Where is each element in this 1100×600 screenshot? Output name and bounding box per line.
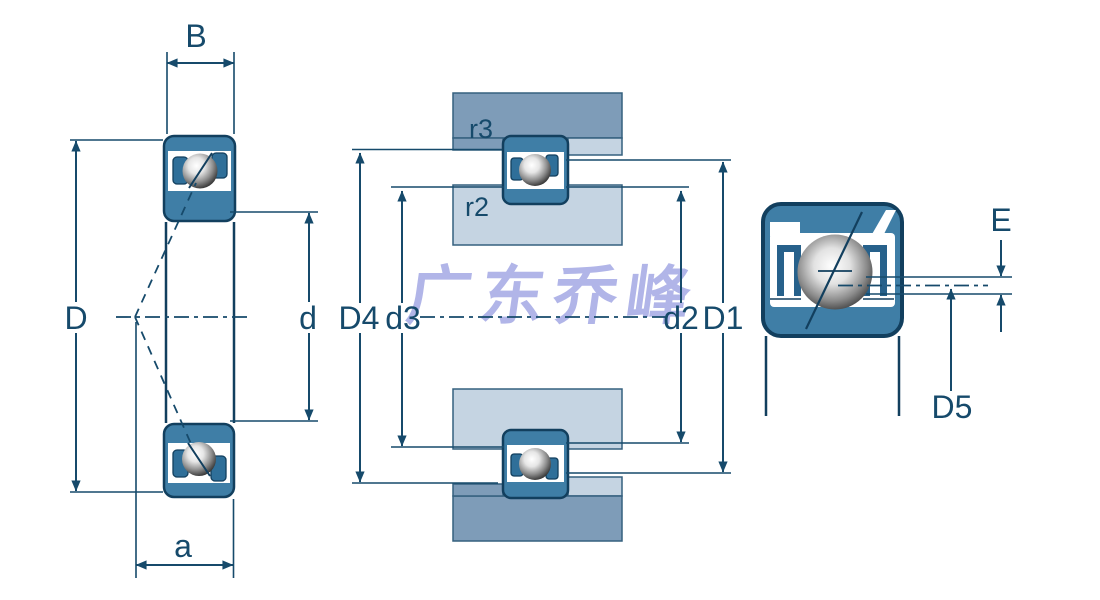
bearing-ball [519,448,551,480]
dim-label-a: a [174,528,192,564]
dim-label-D: D [64,300,87,336]
mounted-bearing-top-section [501,134,570,206]
dim-label-r2: r2 [465,192,489,222]
dimension-D4 [352,148,502,484]
watermark-text: 广东乔峰 [402,260,704,332]
bearing-ball [797,234,873,310]
dim-label-B: B [185,18,206,54]
mounted-bearing-bottom-section [501,428,570,500]
mounting-top-assembly [452,92,623,246]
dimension-B [166,52,235,134]
dim-label-d3: d3 [385,300,421,336]
bearing-ball [519,154,551,186]
housing-block-top [452,92,623,139]
dim-label-D5: D5 [932,389,973,425]
detail-view-bearing [761,202,904,416]
dimension-D [70,139,163,493]
housing-block-bottom [452,495,623,542]
contact-angle-lines [116,182,250,447]
spacer-strip-top [567,137,623,156]
dimension-d3 [391,186,504,448]
spacer-strip-bottom [567,476,623,497]
dim-label-d: d [299,300,317,336]
dimension-E [866,240,1012,332]
dim-label-D1: D1 [703,300,744,336]
housing-lip-bottom [452,483,504,497]
cage-left [777,245,801,296]
dimension-D1 [566,159,731,474]
dimension-d2 [566,186,689,444]
dimension-a [135,322,235,578]
left-view-bearing-top-section [162,134,237,223]
dimension-d [230,211,318,422]
left-view-bearing-bottom-section [162,422,236,499]
dim-label-D4: D4 [339,300,380,336]
dim-label-E: E [990,202,1011,238]
dim-label-d2: d2 [663,300,699,336]
dim-label-r3: r3 [469,114,493,144]
